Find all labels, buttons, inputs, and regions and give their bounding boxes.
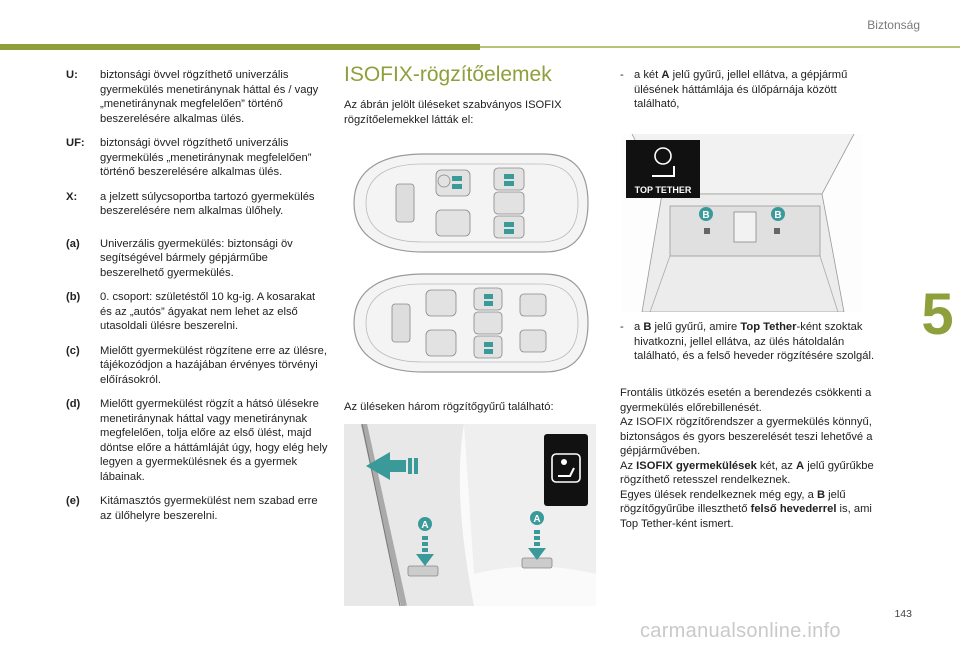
note-key: (c) [66,344,80,357]
anchor-label-a-left: A [421,520,428,531]
header-accent-bar [0,44,480,50]
note-b: (b) 0. csoport: születéstől 10 kg-ig. A … [66,290,328,334]
top-tether-photo: TOP TETHER B B [622,134,862,312]
note-text: Mielőtt gyermekülést rögzítene erre az ü… [100,344,327,386]
note-text: Kitámasztós gyermekülést nem szabad erre… [100,495,318,522]
definition-text: biztonsági övvel rögzíthető univerzális … [100,137,312,178]
isofix-heading: ISOFIX-rögzítőelemek [344,63,552,86]
page-number: 143 [894,608,912,620]
definition-text: a jelzett súlycsoportba tartozó gyermekü… [100,190,315,218]
note-e: (e) Kitámasztós gyermekülést nem szabad … [66,494,328,523]
left-column: U: biztonsági övvel rögzíthető univerzál… [66,68,328,533]
para-line-1: Frontális ütközés esetén a berendezés cs… [620,387,872,414]
bullet-rings-a: - a két A jelű gyűrű, jellel ellátva, a … [620,69,848,110]
isofix-anchor-photo: A A [344,424,596,606]
note-c: (c) Mielőtt gyermekülést rögzítene erre … [66,344,328,388]
anchor-label-a-right: A [533,514,540,525]
car-seat-diagram-5-seats [353,153,589,253]
para-line-3: Az ISOFIX gyermekülések két, az A jelű g… [620,459,874,487]
note-text: 0. csoport: születéstől 10 kg-ig. A kosa… [100,291,316,332]
chapter-number: 5 [921,282,954,347]
definition-u: U: biztonsági övvel rögzíthető univerzál… [66,68,328,126]
right-column: - a két A jelű gyűrű, jellel ellátva, a … [620,68,882,120]
note-key: (b) [66,291,81,303]
definition-key: U: [66,69,78,81]
note-key: (e) [66,495,80,507]
middle-column: ISOFIX-rögzítőelemek Az ábrán jelölt ülé… [344,62,594,135]
definition-key: X: [66,190,78,203]
isofix-child-seat-icon [551,453,581,483]
note-a: (a) Univerzális gyermekülés: biztonsági … [66,237,328,281]
top-tether-seat-icon [652,147,675,177]
note-d: (d) Mielőtt gyermekülést rögzít a hátsó … [66,397,328,484]
watermark: carmanualsonline.info [640,620,841,642]
definition-key: UF: [66,137,85,149]
isofix-intro: Az ábrán jelölt üléseket szabványos ISOF… [344,99,562,126]
section-title: Biztonság [867,18,920,32]
para-line-2: Az ISOFIX rögzítőrendszer a gyermekülés … [620,416,873,457]
anchor-rings-caption: Az üléseken három rögzítőgyűrű található… [344,401,554,413]
definition-x: X: a jelzett súlycsoportba tartozó gyerm… [66,190,328,219]
isofix-description: Frontális ütközés esetén a berendezés cs… [620,386,882,531]
tether-label-b-left: B [702,210,709,221]
tether-label-b-right: B [774,210,781,221]
definition-text: biztonsági övvel rögzíthető univerzális … [100,69,319,125]
header-rule [480,46,960,48]
note-text: Mielőtt gyermekülést rögzít a hátsó ülés… [100,398,328,483]
top-tether-label: TOP TETHER [635,185,692,195]
note-text: Univerzális gyermekülés: biztonsági öv s… [100,237,293,279]
bullet-ring-b: - a B jelű gyűrű, amire Top Tether-ként … [620,321,875,362]
note-key: (a) [66,237,80,250]
para-line-4: Egyes ülések rendelkeznek még egy, a B j… [620,488,872,530]
definition-uf: UF: biztonsági övvel rögzíthető univerzá… [66,136,328,180]
note-key: (d) [66,398,81,410]
car-seat-diagram-7-seats [353,273,589,373]
